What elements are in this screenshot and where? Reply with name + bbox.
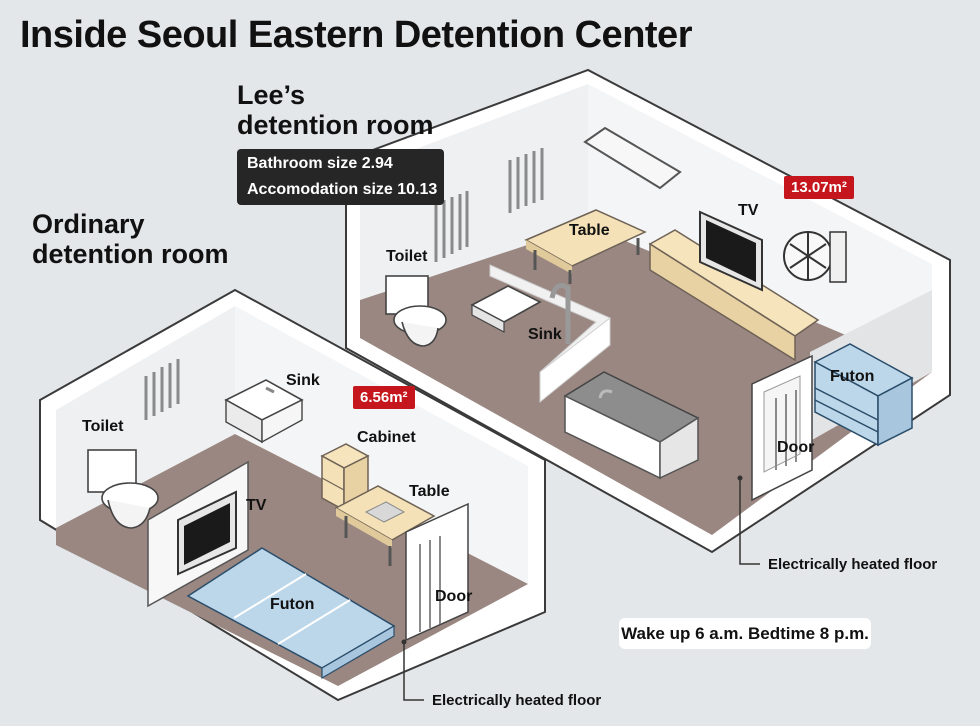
lees-area-badge: 13.07m²	[784, 176, 854, 199]
lees-tv-cabinet-front	[649, 242, 796, 362]
ordinary-floor-leader	[403, 642, 424, 701]
ordinary-heading-line1: Ordinary	[32, 209, 145, 239]
ordinary-heading-line2: detention room	[32, 239, 229, 269]
ordinary-window	[144, 359, 180, 420]
ordinary-floor-label: Electrically heated floor	[432, 692, 602, 709]
lees-futon	[813, 343, 914, 447]
ordinary-sink-label: Sink	[286, 372, 320, 389]
lees-floor-leader	[739, 478, 760, 565]
ordinary-room-illustration	[39, 288, 546, 702]
lees-counter-side	[659, 416, 699, 480]
ordinary-table	[334, 485, 436, 566]
lees-window-1	[434, 191, 469, 262]
lees-back-wall-right	[588, 84, 932, 372]
lees-shelf	[583, 126, 682, 190]
lees-back-wall-left	[360, 84, 588, 300]
lees-door-label: Door	[777, 439, 815, 456]
ordinary-sink	[224, 379, 304, 444]
ordinary-door	[405, 502, 469, 642]
lees-toilet	[385, 275, 447, 347]
lees-table-side	[526, 240, 572, 274]
lees-sink	[470, 283, 571, 344]
ordinary-futon-label: Futon	[270, 596, 315, 613]
ordinary-room-heading: Ordinary detention room	[32, 209, 229, 269]
lees-door	[751, 354, 813, 502]
lees-fan	[783, 231, 847, 283]
ordinary-door-label: Door	[435, 588, 473, 605]
ordinary-toilet-label: Toilet	[82, 418, 124, 435]
lees-bathroom-size: Bathroom size 2.94	[247, 155, 393, 172]
lees-room-heading: Lee’s detention room	[237, 80, 434, 140]
ordinary-cabinet-label: Cabinet	[357, 429, 416, 446]
lees-floor-label: Electrically heated floor	[768, 556, 938, 573]
ordinary-tv-screen	[184, 503, 230, 565]
lees-tv-screen	[706, 220, 756, 282]
lees-table-label: Table	[569, 222, 610, 239]
lees-heading-line2: detention room	[237, 110, 434, 140]
ordinary-futon	[186, 547, 396, 680]
schedule-note: Wake up 6 a.m. Bedtime 8 p.m.	[619, 618, 871, 649]
lees-window-2	[508, 148, 544, 213]
lees-heading-line1: Lee’s	[237, 80, 306, 110]
ordinary-area-badge: 6.56m²	[353, 386, 415, 409]
lees-accommodation-size: Accomodation size 10.13	[247, 181, 438, 198]
lees-toilet-label: Toilet	[386, 248, 428, 265]
lees-size-box: Bathroom size 2.94 Accomodation size 10.…	[237, 149, 444, 205]
lees-tv-label: TV	[738, 202, 759, 219]
lees-futon-label: Futon	[830, 368, 875, 385]
page-title: Inside Seoul Eastern Detention Center	[20, 14, 692, 56]
lees-partition-front	[539, 316, 611, 404]
lees-table-top	[524, 209, 647, 267]
ordinary-table-label: Table	[409, 483, 450, 500]
ordinary-tv-label: TV	[246, 497, 267, 514]
ordinary-toilet	[87, 449, 159, 529]
lees-sink-label: Sink	[528, 326, 562, 343]
